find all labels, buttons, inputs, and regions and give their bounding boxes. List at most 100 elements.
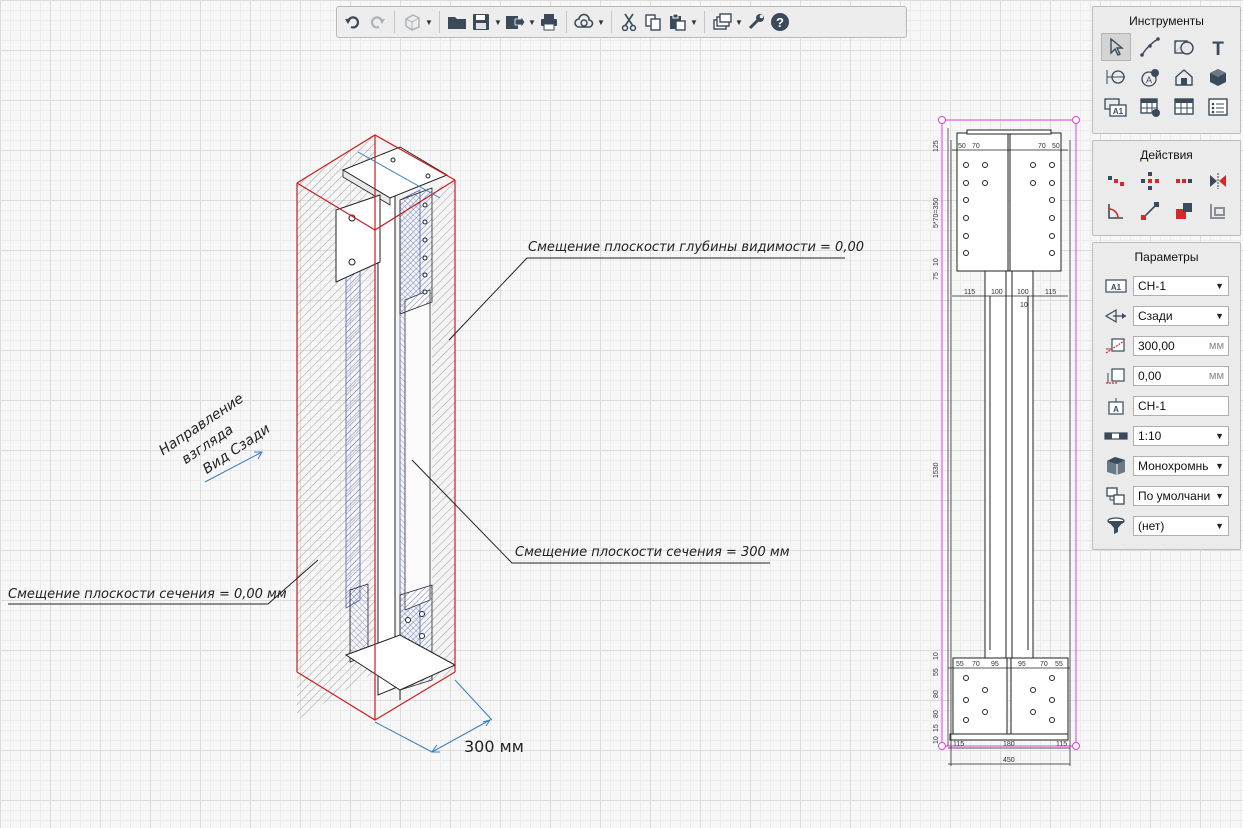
- pointer-icon[interactable]: [1101, 33, 1131, 61]
- dim-text: 5*70=350: [933, 198, 940, 228]
- param-row-scale: 1:10▼: [1093, 421, 1240, 451]
- selection-frame: [941, 119, 1077, 747]
- dim-text: 55: [933, 668, 940, 676]
- offset-icon[interactable]: [1169, 167, 1199, 195]
- redo-icon[interactable]: [365, 10, 389, 34]
- table-icon[interactable]: [1135, 93, 1165, 121]
- chevron-down-icon[interactable]: ▼: [597, 17, 605, 27]
- filter-select[interactable]: (нет)▼: [1133, 516, 1229, 536]
- tools-panel: Инструменты T A A1: [1092, 6, 1241, 134]
- dim-text: 10: [933, 258, 940, 266]
- dim-text: 10: [933, 736, 940, 744]
- cloud-sync-icon[interactable]: [572, 10, 596, 34]
- dim-text: 70: [1040, 661, 1048, 668]
- dim-text: 95: [1018, 661, 1026, 668]
- 3d-view-icon[interactable]: [400, 10, 424, 34]
- text-icon[interactable]: T: [1203, 33, 1233, 61]
- top-holes: [963, 162, 1055, 256]
- param-row-marker: A1 СН-1▼: [1093, 271, 1240, 301]
- flange-inner: [404, 289, 431, 611]
- actions-panel-title: Действия: [1140, 148, 1193, 162]
- help-icon[interactable]: ?: [768, 10, 792, 34]
- weld-mark: 10: [1020, 302, 1028, 309]
- dim-text: 55: [1055, 661, 1063, 668]
- elevation-dimension-texts: 50 70 70 50 115 100 100 115 10 55 70 95 …: [933, 140, 1067, 764]
- marker-select[interactable]: СН-1▼: [1133, 276, 1229, 296]
- view-direction-select[interactable]: Сзади▼: [1133, 306, 1229, 326]
- chevron-down-icon[interactable]: ▼: [735, 17, 743, 27]
- scale-select-value: 1:10: [1138, 429, 1162, 443]
- svg-text:?: ?: [776, 15, 784, 30]
- save-icon[interactable]: [469, 10, 493, 34]
- dim-text: 80: [933, 690, 940, 698]
- elevation-drawing[interactable]: [938, 116, 1080, 767]
- spreadsheet-icon[interactable]: [1169, 93, 1199, 121]
- section-face-right: [432, 180, 455, 682]
- corner-icon[interactable]: [1203, 197, 1233, 225]
- dim-text: 115: [953, 741, 964, 748]
- copy-icon[interactable]: [641, 10, 665, 34]
- actions-panel: Действия: [1092, 140, 1241, 236]
- paste-icon[interactable]: [665, 10, 689, 34]
- cut-icon[interactable]: [617, 10, 641, 34]
- dim-text: 95: [991, 661, 999, 668]
- dimension-icon[interactable]: [1101, 63, 1131, 91]
- selection-handles[interactable]: [938, 116, 1080, 750]
- render-mode-select-value: Монохромнь: [1138, 459, 1209, 473]
- dim-text: 55: [956, 661, 964, 668]
- layers-icon[interactable]: [710, 10, 734, 34]
- open-folder-icon[interactable]: [445, 10, 469, 34]
- section-view-3d[interactable]: [296, 134, 493, 753]
- dim-text: 125: [933, 140, 940, 152]
- title-input[interactable]: СН-1: [1133, 396, 1229, 416]
- chevron-down-icon[interactable]: ▼: [425, 17, 433, 27]
- section-offset-unit: мм: [1208, 340, 1224, 352]
- dimension-300-label: 300 мм: [464, 737, 524, 756]
- render-mode-select[interactable]: Монохромнь▼: [1133, 456, 1229, 476]
- line-icon[interactable]: [1135, 33, 1165, 61]
- column-shaft: [984, 270, 1034, 659]
- overall-width-text: 450: [1003, 757, 1015, 764]
- undo-icon[interactable]: [341, 10, 365, 34]
- section-offset-0-label: Смещение плоскости сечения = 0,00 мм: [8, 587, 287, 602]
- label-a1-icon[interactable]: A1: [1101, 93, 1131, 121]
- list-icon[interactable]: [1203, 93, 1233, 121]
- dim-text: 70: [972, 661, 980, 668]
- dim-text: 80: [933, 710, 940, 718]
- dim-text: 50: [958, 143, 966, 150]
- extend-icon[interactable]: [1135, 197, 1165, 225]
- top-gusset-left: [335, 194, 381, 283]
- scale-select[interactable]: 1:10▼: [1133, 426, 1229, 446]
- section-offset-icon: [1103, 336, 1129, 356]
- style-select[interactable]: По умолчани▼: [1133, 486, 1229, 506]
- move-icon[interactable]: [1101, 167, 1131, 195]
- box-3d-icon[interactable]: [1203, 63, 1233, 91]
- chevron-down-icon[interactable]: ▼: [528, 17, 536, 27]
- trim-icon[interactable]: [1101, 197, 1131, 225]
- svg-text:A1: A1: [1111, 283, 1122, 292]
- settings-wrench-icon[interactable]: [744, 10, 768, 34]
- mirror-icon[interactable]: [1203, 167, 1233, 195]
- dim-text: 115: [1045, 289, 1056, 296]
- filter-icon: [1103, 516, 1129, 536]
- chevron-down-icon[interactable]: ▼: [494, 17, 502, 27]
- toolbar-separator: [611, 11, 612, 33]
- export-icon[interactable]: [503, 10, 527, 34]
- section-offset-300-label: Смещение плоскости сечения = 300 мм: [515, 545, 790, 560]
- marker-icon[interactable]: A: [1135, 63, 1165, 91]
- render-mode-icon: [1103, 456, 1129, 476]
- chevron-down-icon[interactable]: ▼: [690, 17, 698, 27]
- print-icon[interactable]: [537, 10, 561, 34]
- scale-icon[interactable]: [1169, 197, 1199, 225]
- building-icon[interactable]: [1169, 63, 1199, 91]
- params-panel-title: Параметры: [1134, 250, 1199, 264]
- rotate-points-icon[interactable]: [1135, 167, 1165, 195]
- hatch-icon[interactable]: [1169, 33, 1199, 61]
- dim-text: 180: [1003, 741, 1015, 748]
